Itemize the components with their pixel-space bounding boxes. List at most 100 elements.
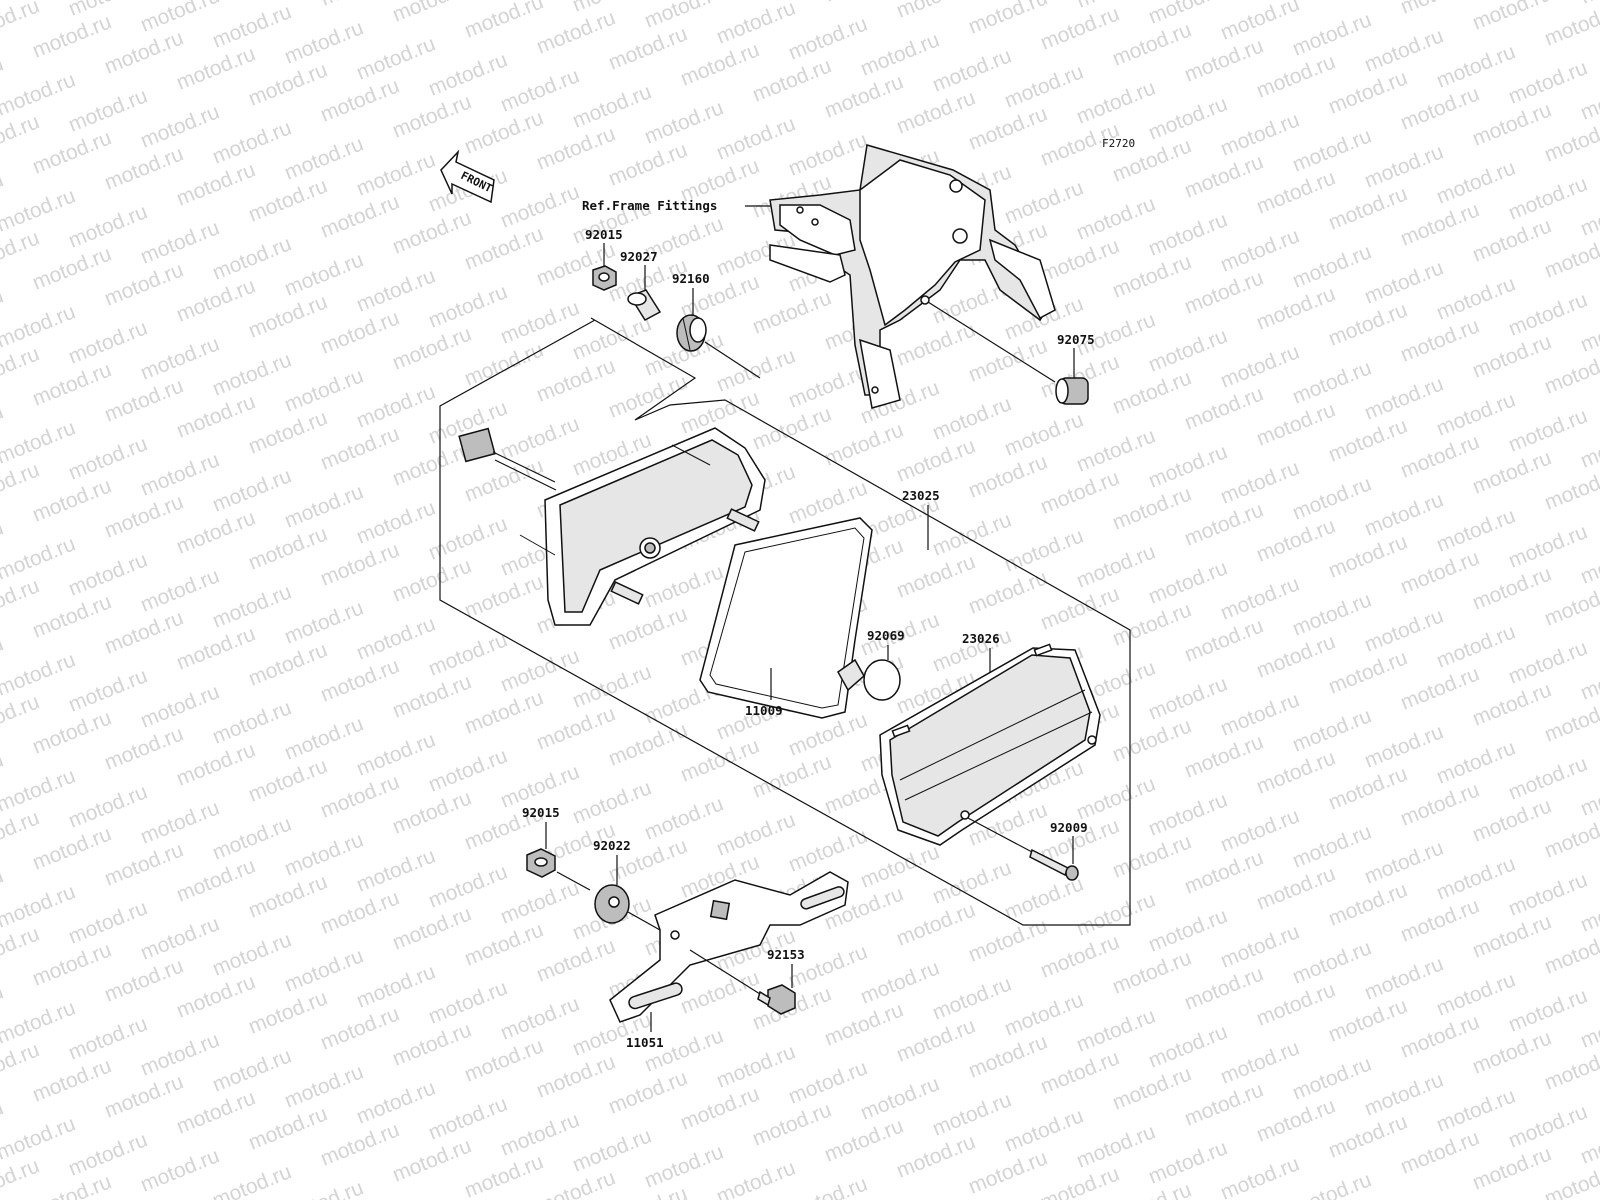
watermark-text: motod.ru <box>785 1056 870 1108</box>
watermark-text: motod.ru <box>929 972 1014 1024</box>
watermark-text: motod.ru <box>641 96 726 148</box>
watermark-text: motod.ru <box>497 180 582 232</box>
watermark-text: motod.ru <box>497 412 582 464</box>
watermark-text: motod.ru <box>1073 192 1158 244</box>
watermark-text: motod.ru <box>569 776 654 828</box>
watermark-text: motod.ru <box>65 1128 150 1180</box>
watermark-text: motod.ru <box>1001 1104 1086 1156</box>
watermark-text: motod.ru <box>65 896 150 948</box>
watermark-text: motod.ru <box>857 956 942 1008</box>
watermark-text: motod.ru <box>1073 772 1158 824</box>
part-92015-nut <box>592 265 617 291</box>
watermark-text: motod.ru <box>1505 1100 1590 1152</box>
watermark-text: motod.ru <box>425 1092 510 1144</box>
watermark-text: motod.ru <box>281 248 366 300</box>
watermark-text: motod.ru <box>1361 952 1446 1004</box>
watermark-text: motod.ru <box>1505 636 1590 688</box>
bulb-92069 <box>837 658 901 701</box>
watermark-text: motod.ru <box>65 432 150 484</box>
watermark-text: motod.ru <box>353 496 438 548</box>
watermark-text: motod.ru <box>1361 140 1446 192</box>
watermark-text: motod.ru <box>137 216 222 268</box>
watermark-text: motod.ru <box>1001 60 1086 112</box>
watermark-text: motod.ru <box>1433 272 1518 324</box>
watermark-text: motod.ru <box>1361 372 1446 424</box>
watermark-text: motod.ru <box>137 912 222 964</box>
watermark-text: motod.ru <box>1145 904 1230 956</box>
watermark-text: motod.ru <box>281 1060 366 1112</box>
watermark-text: motod.ru <box>1289 704 1374 756</box>
watermark-text: motod.ru <box>1433 40 1518 92</box>
watermark-text: motod.ru <box>0 300 79 352</box>
watermark-text: motod.ru <box>1541 0 1600 51</box>
watermark-text: motod.ru <box>281 132 366 184</box>
watermark-text: motod.ru <box>425 976 510 1028</box>
watermark-text: motod.ru <box>1145 208 1230 260</box>
lens-23026 <box>879 643 1101 846</box>
watermark-text: motod.ru <box>1505 520 1590 572</box>
watermark-text: motod.ru <box>353 1076 438 1128</box>
watermark-text: motod.ru <box>497 876 582 928</box>
watermark-text: motod.ru <box>569 80 654 132</box>
watermark-text: motod.ru <box>857 28 942 80</box>
watermark-text: motod.ru <box>137 100 222 152</box>
watermark-text: motod.ru <box>1217 224 1302 276</box>
watermark-text: motod.ru <box>209 928 294 980</box>
watermark-text: motod.ru <box>1289 356 1374 408</box>
watermark-text: motod.ru <box>785 12 870 64</box>
label-92075: 92075 <box>1057 332 1095 347</box>
watermark-text: motod.ru <box>929 44 1014 96</box>
watermark-text: motod.ru <box>425 48 510 100</box>
watermark-text: motod.ru <box>1145 556 1230 608</box>
watermark-text: motod.ru <box>353 264 438 316</box>
watermark-text: motod.ru <box>137 680 222 732</box>
watermark-text: motod.ru <box>713 0 798 49</box>
watermark-text: motod.ru <box>1505 984 1590 1036</box>
watermark-text: motod.ru <box>1289 240 1374 292</box>
watermark-text: motod.ru <box>425 744 510 796</box>
watermark-text: motod.ru <box>1433 504 1518 556</box>
label-11009: 11009 <box>745 703 783 718</box>
watermark-text: motod.ru <box>1145 672 1230 724</box>
watermark-text: motod.ru <box>65 200 150 252</box>
watermark-text: motod.ru <box>281 1176 366 1200</box>
watermark-text: motod.ru <box>1217 108 1302 160</box>
watermark-text: motod.ru <box>497 644 582 696</box>
watermark-text: motod.ru <box>137 1028 222 1080</box>
watermark-text: motod.ru <box>137 564 222 616</box>
watermark-text: motod.ru <box>281 16 366 68</box>
watermark-text: motod.ru <box>1289 820 1374 872</box>
watermark-text: motod.ru <box>1361 604 1446 656</box>
watermark-text: motod.ru <box>497 1108 582 1160</box>
watermark-text: motod.ru <box>1505 404 1590 456</box>
watermark-text: motod.ru <box>1361 836 1446 888</box>
watermark-text: motod.ru <box>1001 524 1086 576</box>
watermark-text: motod.ru <box>1217 572 1302 624</box>
watermark-text: motod.ru <box>1001 408 1086 460</box>
watermark-text: motod.ru <box>1505 172 1590 224</box>
watermark-text: motod.ru <box>641 1140 726 1192</box>
bolt-92153 <box>757 984 796 1015</box>
watermark-text: motod.ru <box>1289 588 1374 640</box>
watermark-text: motod.ru <box>1505 752 1590 804</box>
watermark-text: motod.ru <box>929 508 1014 560</box>
watermark-text: motod.ru <box>281 712 366 764</box>
watermark-text: motod.ru <box>65 664 150 716</box>
watermark-text: motod.ru <box>1217 688 1302 740</box>
watermark-text: motod.ru <box>353 32 438 84</box>
watermark-text: motod.ru <box>137 796 222 848</box>
license-bracket-11051 <box>609 871 849 1023</box>
watermark-text: motod.ru <box>209 1044 294 1096</box>
watermark-text: motod.ru <box>209 116 294 168</box>
watermark-text: motod.ru <box>713 344 798 396</box>
watermark-text: motod.ru <box>1433 388 1518 440</box>
watermark-text: motod.ru <box>497 64 582 116</box>
watermark-text: motod.ru <box>353 960 438 1012</box>
watermark-text: motod.ru <box>0 532 79 584</box>
watermark-text: motod.ru <box>1073 1004 1158 1056</box>
watermark-text: motod.ru <box>209 0 294 52</box>
watermark-text: motod.ru <box>1073 424 1158 476</box>
watermark-text: motod.ru <box>1361 256 1446 308</box>
watermark-text: motod.ru <box>929 1088 1014 1140</box>
watermark-text: motod.ru <box>929 856 1014 908</box>
